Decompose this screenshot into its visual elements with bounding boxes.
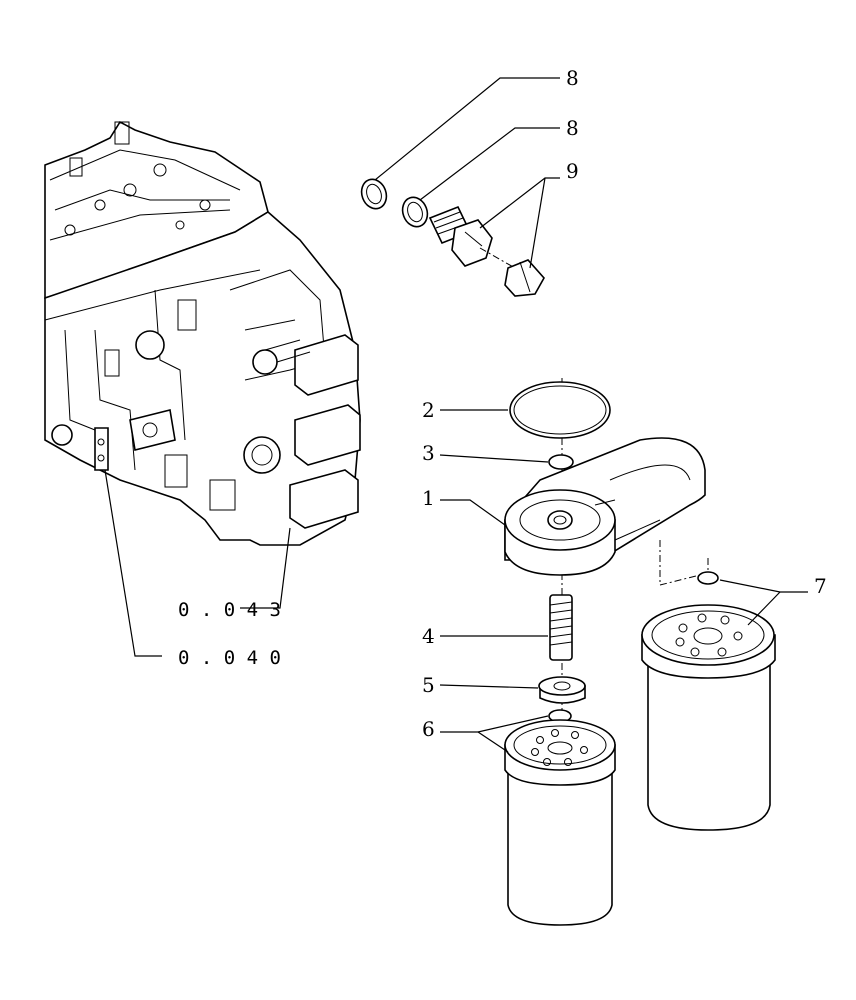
filter-head — [504, 437, 706, 576]
sealing-washers — [360, 178, 429, 228]
o-ring — [509, 381, 611, 439]
callout-3: 3 — [422, 441, 435, 465]
engine-block-illustration — [44, 120, 361, 546]
adapter-nut — [538, 676, 586, 704]
reference-leader-043 — [240, 527, 291, 609]
callout-6: 6 — [422, 717, 435, 741]
callout-1: 1 — [422, 486, 435, 510]
callout-8-upper: 8 — [566, 66, 579, 90]
small-seal — [548, 454, 574, 470]
callout-7: 7 — [814, 574, 827, 598]
filter-cartridge-right — [641, 571, 776, 831]
threaded-stud — [549, 594, 573, 661]
callout-4: 4 — [422, 624, 435, 648]
reference-label-040: 0 . 0 4 0 — [178, 647, 281, 669]
callout-9: 9 — [566, 159, 579, 183]
reference-leader-040 — [104, 469, 162, 657]
callout-5: 5 — [422, 673, 435, 697]
callout-2: 2 — [422, 398, 435, 422]
relief-valve — [428, 205, 545, 297]
reference-label-043: 0 . 0 4 3 — [178, 599, 281, 621]
callout-8-lower: 8 — [566, 116, 579, 140]
filter-cartridge-left — [504, 709, 616, 926]
